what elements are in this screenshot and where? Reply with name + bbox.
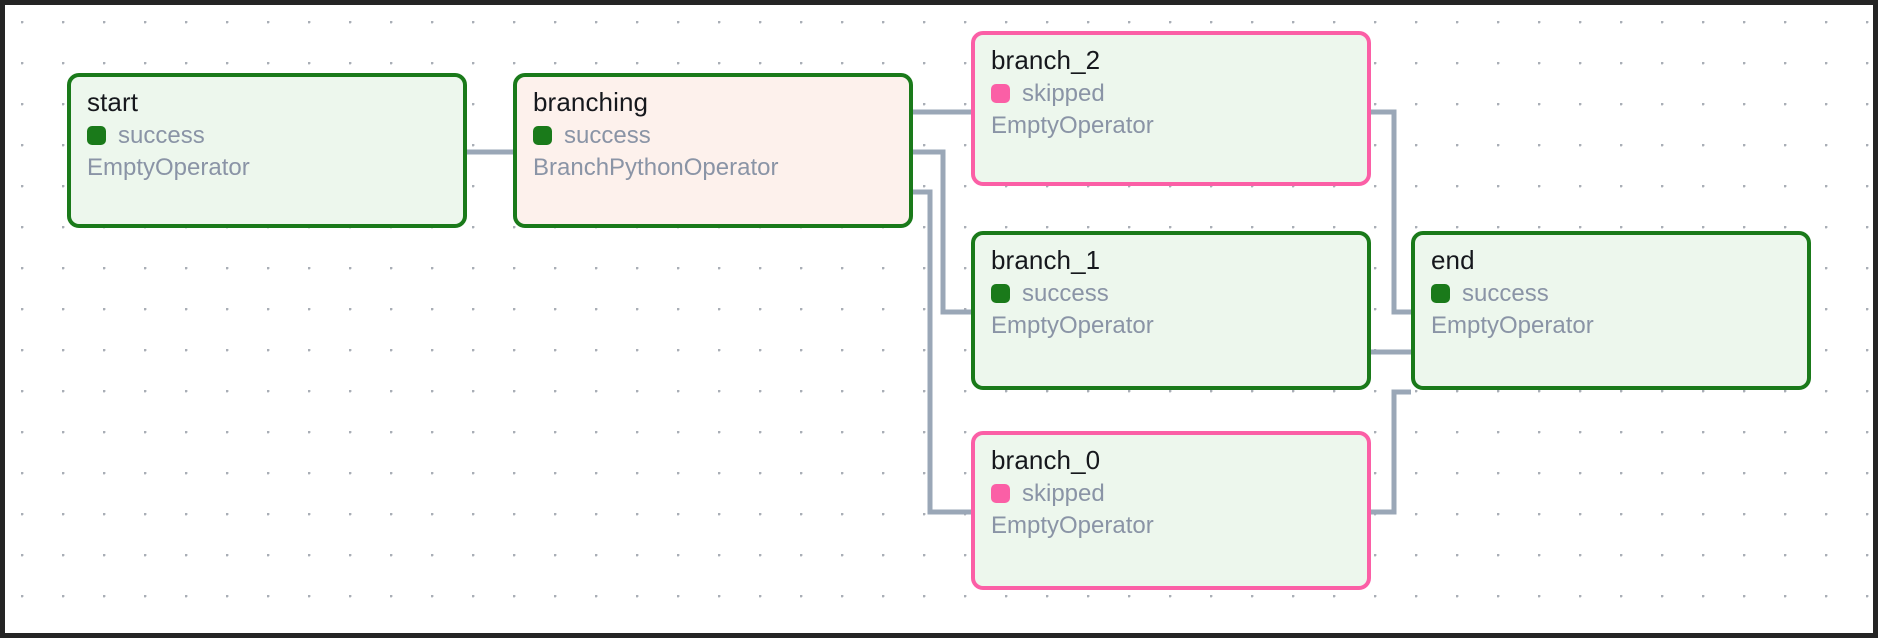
task-state-label: skipped [1022, 479, 1105, 507]
edge-branch_2-end [1371, 109, 1411, 315]
task-state-row: skipped [991, 479, 1351, 507]
task-operator-label: EmptyOperator [87, 154, 250, 182]
task-state-label: success [118, 121, 205, 149]
task-operator-label: EmptyOperator [991, 312, 1154, 340]
edge-branching-branch_0 [913, 189, 971, 515]
task-operator-label: BranchPythonOperator [533, 154, 779, 182]
task-node-title: branch_0 [991, 445, 1101, 475]
task-state-row: success [87, 121, 447, 149]
task-state-label: success [564, 121, 651, 149]
task-state-label: skipped [1022, 79, 1105, 107]
task-node-title: branching [533, 87, 649, 117]
status-square-icon [991, 84, 1010, 104]
edge-branching-branch_1 [913, 149, 971, 315]
edge-branch_0-end [1371, 389, 1411, 515]
task-state-row: skipped [991, 79, 1351, 107]
task-state-row: success [991, 279, 1351, 307]
task-node-title: branch_1 [991, 245, 1101, 275]
status-square-icon [1431, 284, 1450, 304]
task-operator-label: EmptyOperator [991, 112, 1154, 140]
status-square-icon [991, 484, 1010, 504]
task-state-label: success [1022, 279, 1109, 307]
task-node-title: start [87, 87, 139, 117]
status-square-icon [87, 126, 106, 146]
task-operator-label: EmptyOperator [1431, 312, 1594, 340]
task-node-title: end [1431, 245, 1475, 275]
task-state-label: success [1462, 279, 1549, 307]
status-square-icon [533, 126, 552, 146]
task-operator-label: EmptyOperator [991, 512, 1154, 540]
task-node-title: branch_2 [991, 45, 1101, 75]
task-state-row: success [1431, 279, 1791, 307]
status-square-icon [991, 284, 1010, 304]
task-state-row: success [533, 121, 893, 149]
